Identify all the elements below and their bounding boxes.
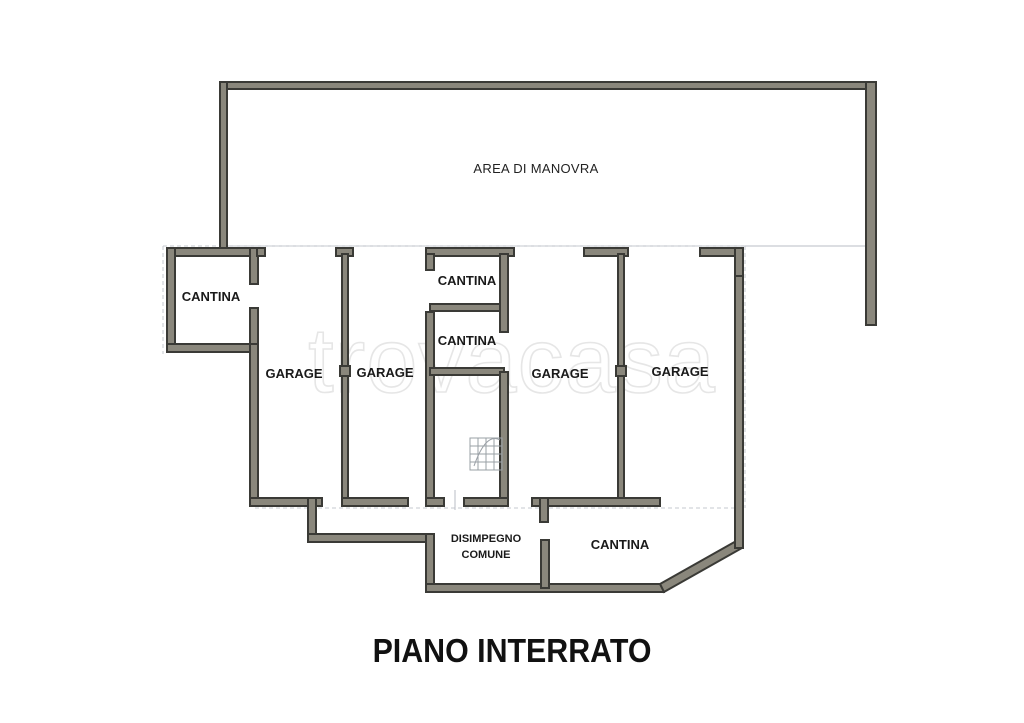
- cantina-top-label: CANTINA: [438, 273, 497, 288]
- garage-4-label: GARAGE: [651, 364, 708, 379]
- cantina-bottom-label: CANTINA: [591, 537, 650, 552]
- facade-walls: [256, 247, 629, 257]
- disimpegno-label-line1: DISIMPEGNO: [451, 533, 522, 545]
- garage-1-label: GARAGE: [265, 366, 322, 381]
- watermark-text: trovacasa: [308, 310, 716, 412]
- area-maneuver-label: AREA DI MANOVRA: [473, 161, 598, 176]
- cantina-left-label: CANTINA: [182, 289, 241, 304]
- maneuver-area-walls: [219, 81, 877, 326]
- garage-3-label: GARAGE: [531, 366, 588, 381]
- cantina-mid-label: CANTINA: [438, 333, 497, 348]
- garage-2-label: GARAGE: [356, 365, 413, 380]
- stair-icon: [469, 437, 503, 471]
- disimpegno-label-line2: COMUNE: [462, 549, 511, 561]
- page-title: PIANO INTERRATO: [372, 632, 652, 669]
- interior-walls: [339, 253, 661, 589]
